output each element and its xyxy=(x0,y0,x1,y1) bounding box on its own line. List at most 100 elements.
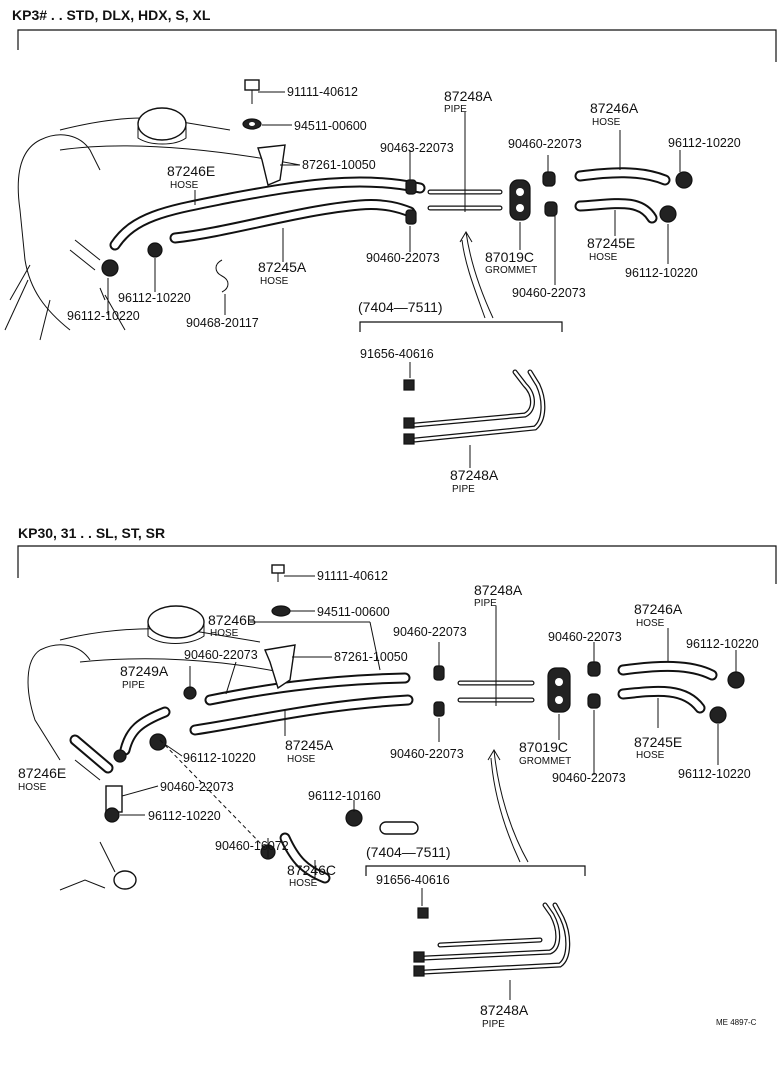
label-washer: 94511-00600 xyxy=(317,605,390,619)
fuel-tank xyxy=(4,107,301,341)
label-hose-e: 87246E xyxy=(167,163,215,179)
clamp-icon xyxy=(659,205,677,223)
label-hose-e-sub: HOSE xyxy=(170,180,199,191)
section-2-frame xyxy=(17,545,777,584)
label-clamp-tr: 96112-10220 xyxy=(686,637,759,651)
clip-icon xyxy=(587,693,601,709)
label-pipe2: 87248A xyxy=(450,467,499,483)
label-hose-e-sub: HOSE xyxy=(18,782,47,793)
label-clip-bottom: 90460-22073 xyxy=(390,747,464,761)
inset-pipe xyxy=(413,902,571,977)
label-bracket: 87261-10050 xyxy=(334,650,408,664)
washer-icon xyxy=(271,605,291,617)
label-hose-e: 87246E xyxy=(18,765,66,781)
pipe-stub-icon xyxy=(379,821,419,835)
label-clamp-10160: 96112-10160 xyxy=(308,789,381,803)
fuel-tank xyxy=(27,605,281,761)
label-hose-245e: 87245E xyxy=(587,235,635,251)
label-clamp-l1: 96112-10220 xyxy=(118,291,191,305)
clip-icon xyxy=(544,201,558,217)
footer-code: ME 4897-C xyxy=(716,1018,757,1027)
clamp-icon xyxy=(147,242,163,258)
label-clip-grom: 90460-22073 xyxy=(512,286,586,300)
clamp-icon xyxy=(104,807,120,823)
label-pipe-sub: PIPE xyxy=(474,598,497,609)
label-pipe: 87248A xyxy=(444,88,493,104)
label-clip-a: 90463-22073 xyxy=(380,141,454,155)
label-pipe-249a: 87249A xyxy=(120,663,169,679)
label-grommet-sub: GROMMET xyxy=(485,265,537,276)
label-clamp-mid: 96112-10220 xyxy=(183,751,256,765)
inset-pipe xyxy=(403,369,546,445)
clip-icon xyxy=(433,665,445,681)
clamp-icon xyxy=(345,809,363,827)
grommet-icon xyxy=(509,179,531,221)
label-pipe: 87248A xyxy=(474,582,523,598)
label-hose-b: 87246B xyxy=(208,612,256,628)
label-range: (7404—7511) xyxy=(358,299,443,315)
clamp-icon xyxy=(727,671,745,689)
label-hose-245a: 87245A xyxy=(258,259,307,275)
label-valve: 91656-40616 xyxy=(376,873,450,887)
label-hose-245e-sub: HOSE xyxy=(589,252,618,263)
label-hose-246a-sub: HOSE xyxy=(592,117,621,128)
section-2: KP30, 31 . . SL, ST, SR xyxy=(17,525,777,1030)
clamp-icon xyxy=(149,733,167,751)
label-pipe-sub: PIPE xyxy=(444,104,467,115)
label-clamp-low: 96112-10220 xyxy=(148,809,221,823)
label-clip-dash: 90460-22073 xyxy=(160,780,234,794)
label-hose-c: 87246C xyxy=(287,862,336,878)
clamp-icon xyxy=(675,171,693,189)
label-bolt: 91111-40612 xyxy=(317,569,388,583)
clip-icon xyxy=(113,749,127,763)
label-pipe2-sub: PIPE xyxy=(482,1019,505,1030)
clip-icon xyxy=(542,171,556,187)
section-1-frame xyxy=(17,29,777,62)
section-1: KP3# . . STD, DLX, HDX, S, XL xyxy=(4,7,777,495)
section-2-header: KP30, 31 . . SL, ST, SR xyxy=(18,525,165,541)
label-hose-b-sub: HOSE xyxy=(210,628,239,639)
label-grommet: 87019C xyxy=(519,739,568,755)
clamp-icon xyxy=(709,706,727,724)
clip-icon xyxy=(587,661,601,677)
inset-frame xyxy=(365,865,586,876)
grommet-icon xyxy=(547,667,571,713)
clip-icon xyxy=(405,179,417,195)
label-valve: 91656-40616 xyxy=(360,347,434,361)
label-clip-s: 90468-20117 xyxy=(186,316,259,330)
label-hose-245a-sub: HOSE xyxy=(287,754,316,765)
label-pipe-249a-sub: PIPE xyxy=(122,680,145,691)
label-hose-245a-sub: HOSE xyxy=(260,276,289,287)
clip-icon xyxy=(433,701,445,717)
label-bracket: 87261-10050 xyxy=(302,158,376,172)
label-clip-top-r: 90460-22073 xyxy=(508,137,582,151)
label-clamp-l2: 96112-10220 xyxy=(67,309,140,323)
arrow xyxy=(493,749,529,863)
label-pipe2-sub: PIPE xyxy=(452,484,475,495)
label-clip-16072: 90460-16072 xyxy=(215,839,289,853)
pipe-87248A-shape xyxy=(457,676,535,706)
valve-icon xyxy=(403,379,415,391)
pipe-87248A-shape xyxy=(427,188,503,212)
label-range: (7404—7511) xyxy=(366,844,451,860)
label-clip-top-r: 90460-22073 xyxy=(548,630,622,644)
label-hose-c-sub: HOSE xyxy=(289,878,318,889)
clamp-icon xyxy=(101,259,119,277)
label-clip-grom: 90460-22073 xyxy=(552,771,626,785)
label-bolt: 91111-40612 xyxy=(287,85,358,99)
label-hose-246a: 87246A xyxy=(590,100,639,116)
bracket-icon xyxy=(264,644,296,690)
label-washer: 94511-00600 xyxy=(294,119,367,133)
inset-frame xyxy=(359,321,563,332)
label-hose-246a: 87246A xyxy=(634,601,683,617)
clip-icon xyxy=(405,209,417,225)
arrow xyxy=(465,231,494,319)
label-clamp-tr: 96112-10220 xyxy=(668,136,741,150)
label-clip-bottom: 90460-22073 xyxy=(366,251,440,265)
label-hose-245e-sub: HOSE xyxy=(636,750,665,761)
filler-icon xyxy=(113,870,137,890)
label-hose-245e: 87245E xyxy=(634,734,682,750)
bolt-icon xyxy=(244,79,260,91)
label-clip-top: 90460-22073 xyxy=(393,625,467,639)
